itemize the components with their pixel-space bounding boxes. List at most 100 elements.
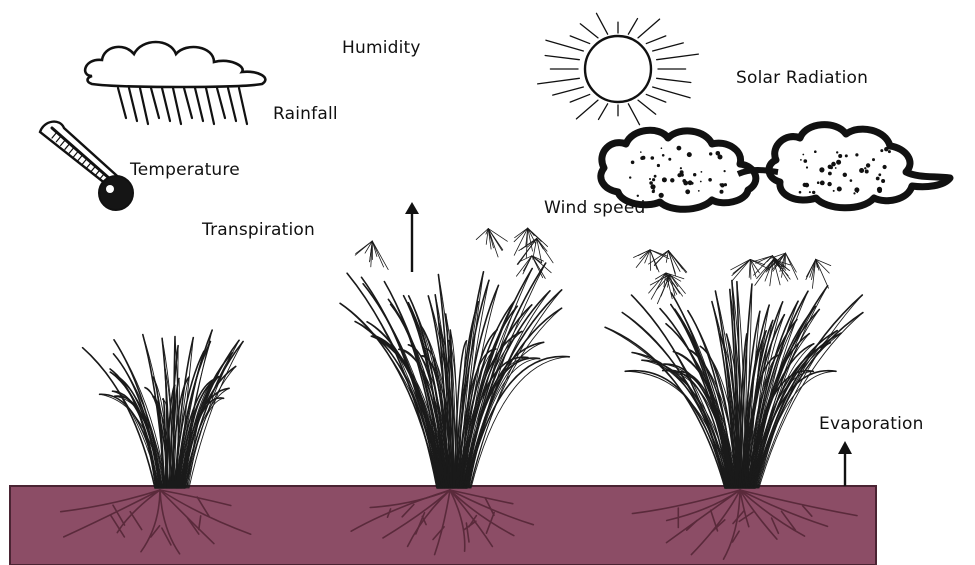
sun-ray: [638, 19, 660, 38]
evaporation-arrow: [838, 441, 852, 486]
sun-ray: [646, 36, 666, 44]
sun-ray: [653, 87, 690, 98]
wind-speed-label: Wind speed: [544, 200, 646, 217]
cloud-speck: [653, 189, 655, 191]
humidity-label: Humidity: [342, 40, 421, 57]
panicle-branch: [650, 250, 651, 271]
panicle-branch: [488, 229, 498, 257]
sun-ray: [646, 94, 666, 102]
rain-streak: [217, 88, 225, 118]
cloud-speck: [718, 155, 723, 160]
cloud-speck: [708, 178, 712, 182]
transpiration-label: Transpiration: [202, 222, 315, 239]
cloud-speck: [652, 178, 655, 181]
cloud-speck: [724, 170, 726, 172]
cloud-speck: [878, 173, 881, 176]
cloud-speck: [670, 178, 674, 182]
cloud-speck: [838, 154, 842, 158]
leaf-edge: [625, 371, 729, 488]
cloud-speck: [668, 158, 671, 161]
rain-streak: [228, 88, 236, 121]
cloud-speck: [865, 170, 869, 174]
rainfall-label: Rainfall: [273, 106, 338, 123]
plant-tall: [340, 228, 569, 488]
rain-streak: [118, 88, 126, 118]
cloud-speck: [883, 165, 887, 169]
panicle-branch: [636, 250, 650, 268]
panicle-branch: [750, 259, 751, 279]
rain-streak: [173, 88, 181, 124]
cloud-speck: [720, 183, 724, 187]
sun-ray: [545, 55, 579, 59]
cloud-speck: [804, 159, 808, 163]
cloud-speck: [659, 193, 664, 198]
sun-ray: [570, 36, 590, 44]
cloud-speck: [836, 160, 841, 165]
cloud-speck: [683, 181, 688, 186]
sun-ray: [546, 40, 583, 51]
rain-streak: [206, 88, 214, 124]
cloud-speck: [880, 149, 883, 152]
cloud-speck: [680, 167, 682, 169]
cloud-speck: [855, 153, 858, 156]
evaporation-label: Evaporation: [819, 416, 924, 433]
cloud-speck: [800, 159, 802, 161]
cloud-speck: [688, 180, 693, 185]
sun-ray: [638, 100, 656, 114]
cloud-speck: [888, 150, 891, 153]
sun-ray: [657, 78, 691, 82]
leaf-edge: [757, 333, 841, 488]
temperature-label: Temperature: [130, 162, 240, 179]
cloud-speck: [649, 181, 653, 185]
cloud-speck: [649, 178, 651, 180]
cloud-speck: [677, 146, 682, 151]
cloud-speck: [853, 192, 855, 194]
sun-ray: [538, 78, 580, 84]
sun-ray: [628, 104, 639, 125]
cloud-speck: [884, 147, 888, 151]
cloud-speck: [843, 173, 847, 177]
cloud-speck: [654, 175, 657, 178]
panicle-branch: [355, 241, 372, 255]
rain-streak: [151, 88, 159, 118]
cloud-speck: [651, 156, 655, 160]
leaf-blade: [467, 356, 569, 488]
panicle-branch: [372, 241, 383, 267]
cloud-speck: [802, 154, 804, 156]
cloud-speck: [827, 182, 831, 186]
sun-ray: [553, 87, 584, 95]
cloud-speck: [631, 161, 635, 165]
cloud-speck: [866, 163, 870, 167]
panicle-branch: [514, 228, 528, 242]
cloud-speck: [700, 181, 702, 183]
cloud-speck: [814, 150, 817, 153]
cloud-speck: [640, 156, 644, 160]
rain-streak: [195, 88, 203, 121]
plant-small: [83, 330, 244, 488]
leaf-edge: [340, 303, 442, 488]
panicle-branch: [514, 228, 528, 255]
sun-ray: [570, 94, 590, 102]
cloud-speck: [845, 154, 848, 157]
panicle-branch: [732, 259, 750, 281]
solar-radiation-label: Solar Radiation: [736, 70, 868, 87]
cloud-speck: [835, 167, 837, 169]
cloud-speck: [687, 152, 692, 157]
cloud-speck: [828, 172, 832, 176]
transpiration-arrow: [405, 202, 419, 272]
cloud-speck: [677, 173, 681, 177]
cloud-speck: [833, 190, 835, 192]
cloud-speck: [854, 187, 859, 192]
cloud-speck: [850, 179, 853, 182]
wind-cloud-icon: [601, 125, 950, 210]
cloud-speck: [709, 152, 712, 155]
sun-ray: [596, 13, 607, 34]
sun-ray: [628, 19, 637, 35]
thermometer-icon: [40, 122, 133, 210]
rain-cloud-icon: [85, 42, 265, 124]
cloud-speck: [698, 190, 700, 192]
plant-panicle: [605, 250, 863, 488]
cloud-speck: [881, 179, 885, 183]
rain-streak: [239, 88, 247, 124]
